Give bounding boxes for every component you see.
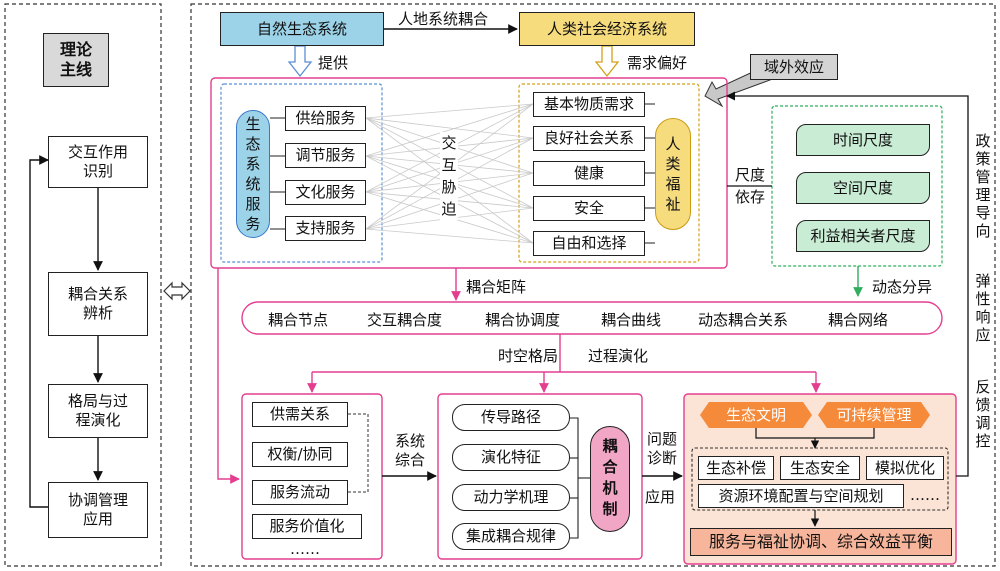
mechanism-dynamics: 动力学机理 [452, 484, 570, 511]
wellbeing-health: 健康 [533, 161, 645, 186]
relation-supply-demand: 供需关系 [252, 402, 348, 427]
step-pattern-process: 格局与过 程演化 [48, 384, 148, 438]
scale-temporal: 时间尺度 [796, 124, 930, 156]
service-provisioning: 供给服务 [285, 106, 366, 131]
feedback-control-label: 反馈调控 [975, 378, 991, 450]
step-coupling-analysis: 耦合关系 辨析 [48, 272, 148, 336]
step-interaction-identification: 交互作用 识别 [48, 136, 148, 188]
scale-spatial: 空间尺度 [796, 172, 930, 204]
human-wellbeing-label: 人类福祉 [665, 135, 681, 213]
mechanism-integrated-law: 集成耦合规律 [452, 523, 570, 550]
step-coordinated-management: 协调管理 应用 [48, 482, 148, 538]
relation-service-flow: 服务流动 [252, 480, 348, 505]
relation-ellipsis: …… [290, 540, 320, 558]
relation-tradeoff-synergy: 权衡/协同 [252, 442, 348, 467]
wellbeing-basic-needs: 基本物质需求 [533, 92, 645, 117]
wellbeing-freedom: 自由和选择 [533, 231, 645, 256]
matrix-node: 耦合节点 [268, 311, 329, 329]
relation-service-valuation: 服务价值化 [252, 514, 362, 539]
resilience-response-label: 弹性响应 [975, 272, 991, 344]
mechanism-evolution-feature: 演化特征 [452, 444, 570, 471]
tag-sustainable-management: 可持续管理 [818, 402, 930, 428]
policy-guidance-label: 政策管理导向 [975, 132, 991, 240]
matrix-interaction-degree: 交互耦合度 [367, 311, 443, 329]
tag-ecological-civilization: 生态文明 [700, 402, 812, 428]
human-socioeconomic-box: 人类社会经济系统 [519, 12, 695, 46]
service-cultural: 文化服务 [285, 180, 366, 205]
matrix-curve: 耦合曲线 [601, 311, 662, 329]
scale-dependence-label: 尺度依存 [734, 166, 765, 206]
mgmt-ellipsis: …… [910, 486, 940, 504]
dynamic-differentiation-label: 动态分异 [872, 278, 933, 296]
coupling-mechanism-oval [590, 426, 630, 532]
provide-label: 提供 [318, 54, 349, 72]
mechanism-transmission-path: 传导路径 [452, 404, 570, 431]
ecosystem-services-oval [236, 110, 270, 238]
wellbeing-security: 安全 [533, 196, 645, 221]
coupling-mechanism-label: 耦合机制 [602, 437, 618, 518]
coupling-label: 人地系统耦合 [398, 10, 489, 28]
application-label: 应用 [645, 488, 676, 506]
spatiotemporal-pattern-label: 时空格局 [498, 347, 559, 365]
human-wellbeing-oval [655, 118, 691, 230]
coupling-matrix-label: 耦合矩阵 [466, 278, 527, 296]
system-synthesis-label: 系统综合 [394, 432, 425, 469]
service-regulating: 调节服务 [285, 143, 366, 168]
problem-diagnosis-label: 问题诊断 [646, 430, 677, 467]
mgmt-eco-security: 生态安全 [780, 456, 860, 480]
process-evolution-label: 过程演化 [588, 347, 649, 365]
ecosystem-services-label: 生态系统服务 [245, 115, 261, 233]
theory-title: 理论 主线 [43, 33, 109, 87]
wellbeing-social-relations: 良好社会关系 [533, 126, 645, 151]
demand-label: 需求偏好 [627, 54, 688, 72]
mgmt-resource-spatial-planning: 资源环境配置与空间规划 [698, 484, 904, 508]
interaction-stress-label: 交互胁迫 [440, 132, 458, 220]
service-supporting: 支持服务 [285, 216, 366, 241]
mgmt-eco-compensation: 生态补偿 [698, 456, 774, 480]
mgmt-simulation-optimization: 模拟优化 [866, 456, 944, 480]
matrix-dynamic-relation: 动态耦合关系 [698, 311, 789, 329]
natural-ecosystem-box: 自然生态系统 [220, 12, 384, 46]
spillover-effect-box: 域外效应 [750, 54, 838, 80]
result-balance-box: 服务与福祉协调、综合效益平衡 [690, 528, 952, 556]
matrix-coordination-degree: 耦合协调度 [485, 311, 561, 329]
matrix-network: 耦合网络 [828, 311, 889, 329]
scale-stakeholder: 利益相关者尺度 [796, 220, 930, 252]
